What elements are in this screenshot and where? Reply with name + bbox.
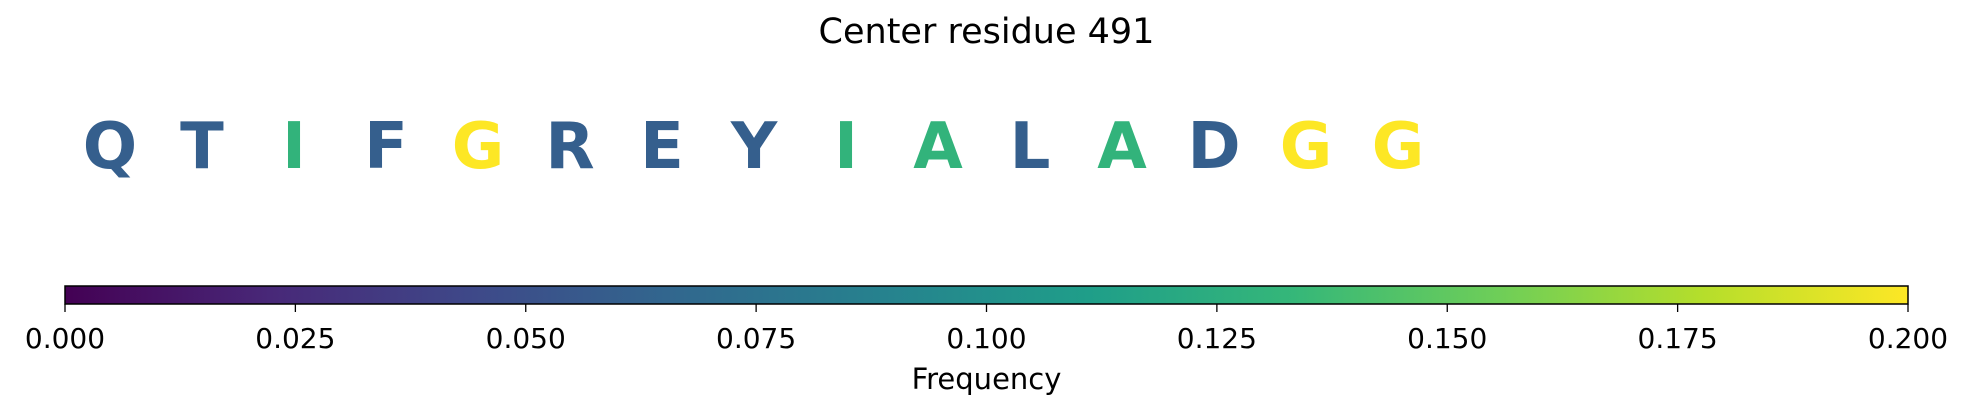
residue-letter: G [452, 110, 505, 184]
colorbar-tick-label: 0.125 [1177, 322, 1257, 355]
colorbar-ticks: 0.000 0.025 0.050 0.075 0.100 0.125 0.150 0.175… [25, 304, 1948, 355]
colorbar-gradient [64, 285, 1909, 305]
residue-letter: E [640, 110, 684, 184]
residue-letter: Y [730, 110, 778, 184]
residue-letter: I [282, 110, 306, 184]
colorbar-tick-label: 0.025 [255, 322, 335, 355]
colorbar-tick-label: 0.150 [1407, 322, 1487, 355]
residue-letter: G [1280, 110, 1333, 184]
residue-letter: T [180, 110, 224, 184]
colorbar-tick-label: 0.175 [1638, 322, 1718, 355]
colorbar-tick-label: 0.100 [946, 322, 1026, 355]
colorbar-label: Frequency [911, 362, 1062, 396]
residue-letter: R [545, 110, 594, 184]
residue-letter: A [913, 110, 963, 184]
residue-letter: I [834, 110, 858, 184]
residue-letter: G [1372, 110, 1425, 184]
residue-letter: A [1097, 110, 1147, 184]
residue-letter: D [1187, 110, 1240, 184]
colorbar-tick-label: 0.200 [1868, 322, 1948, 355]
colorbar: 0.000 0.025 0.050 0.075 0.100 0.125 0.150 0.175… [25, 285, 1948, 355]
residue-letter: F [364, 110, 408, 184]
residue-letter: L [1010, 110, 1051, 184]
chart-title: Center residue 491 [818, 12, 1155, 52]
colorbar-tick-label: 0.075 [716, 322, 796, 355]
residue-letter: Q [83, 110, 137, 184]
colorbar-tick-label: 0.000 [25, 322, 105, 355]
colorbar-tick-label: 0.050 [486, 322, 566, 355]
